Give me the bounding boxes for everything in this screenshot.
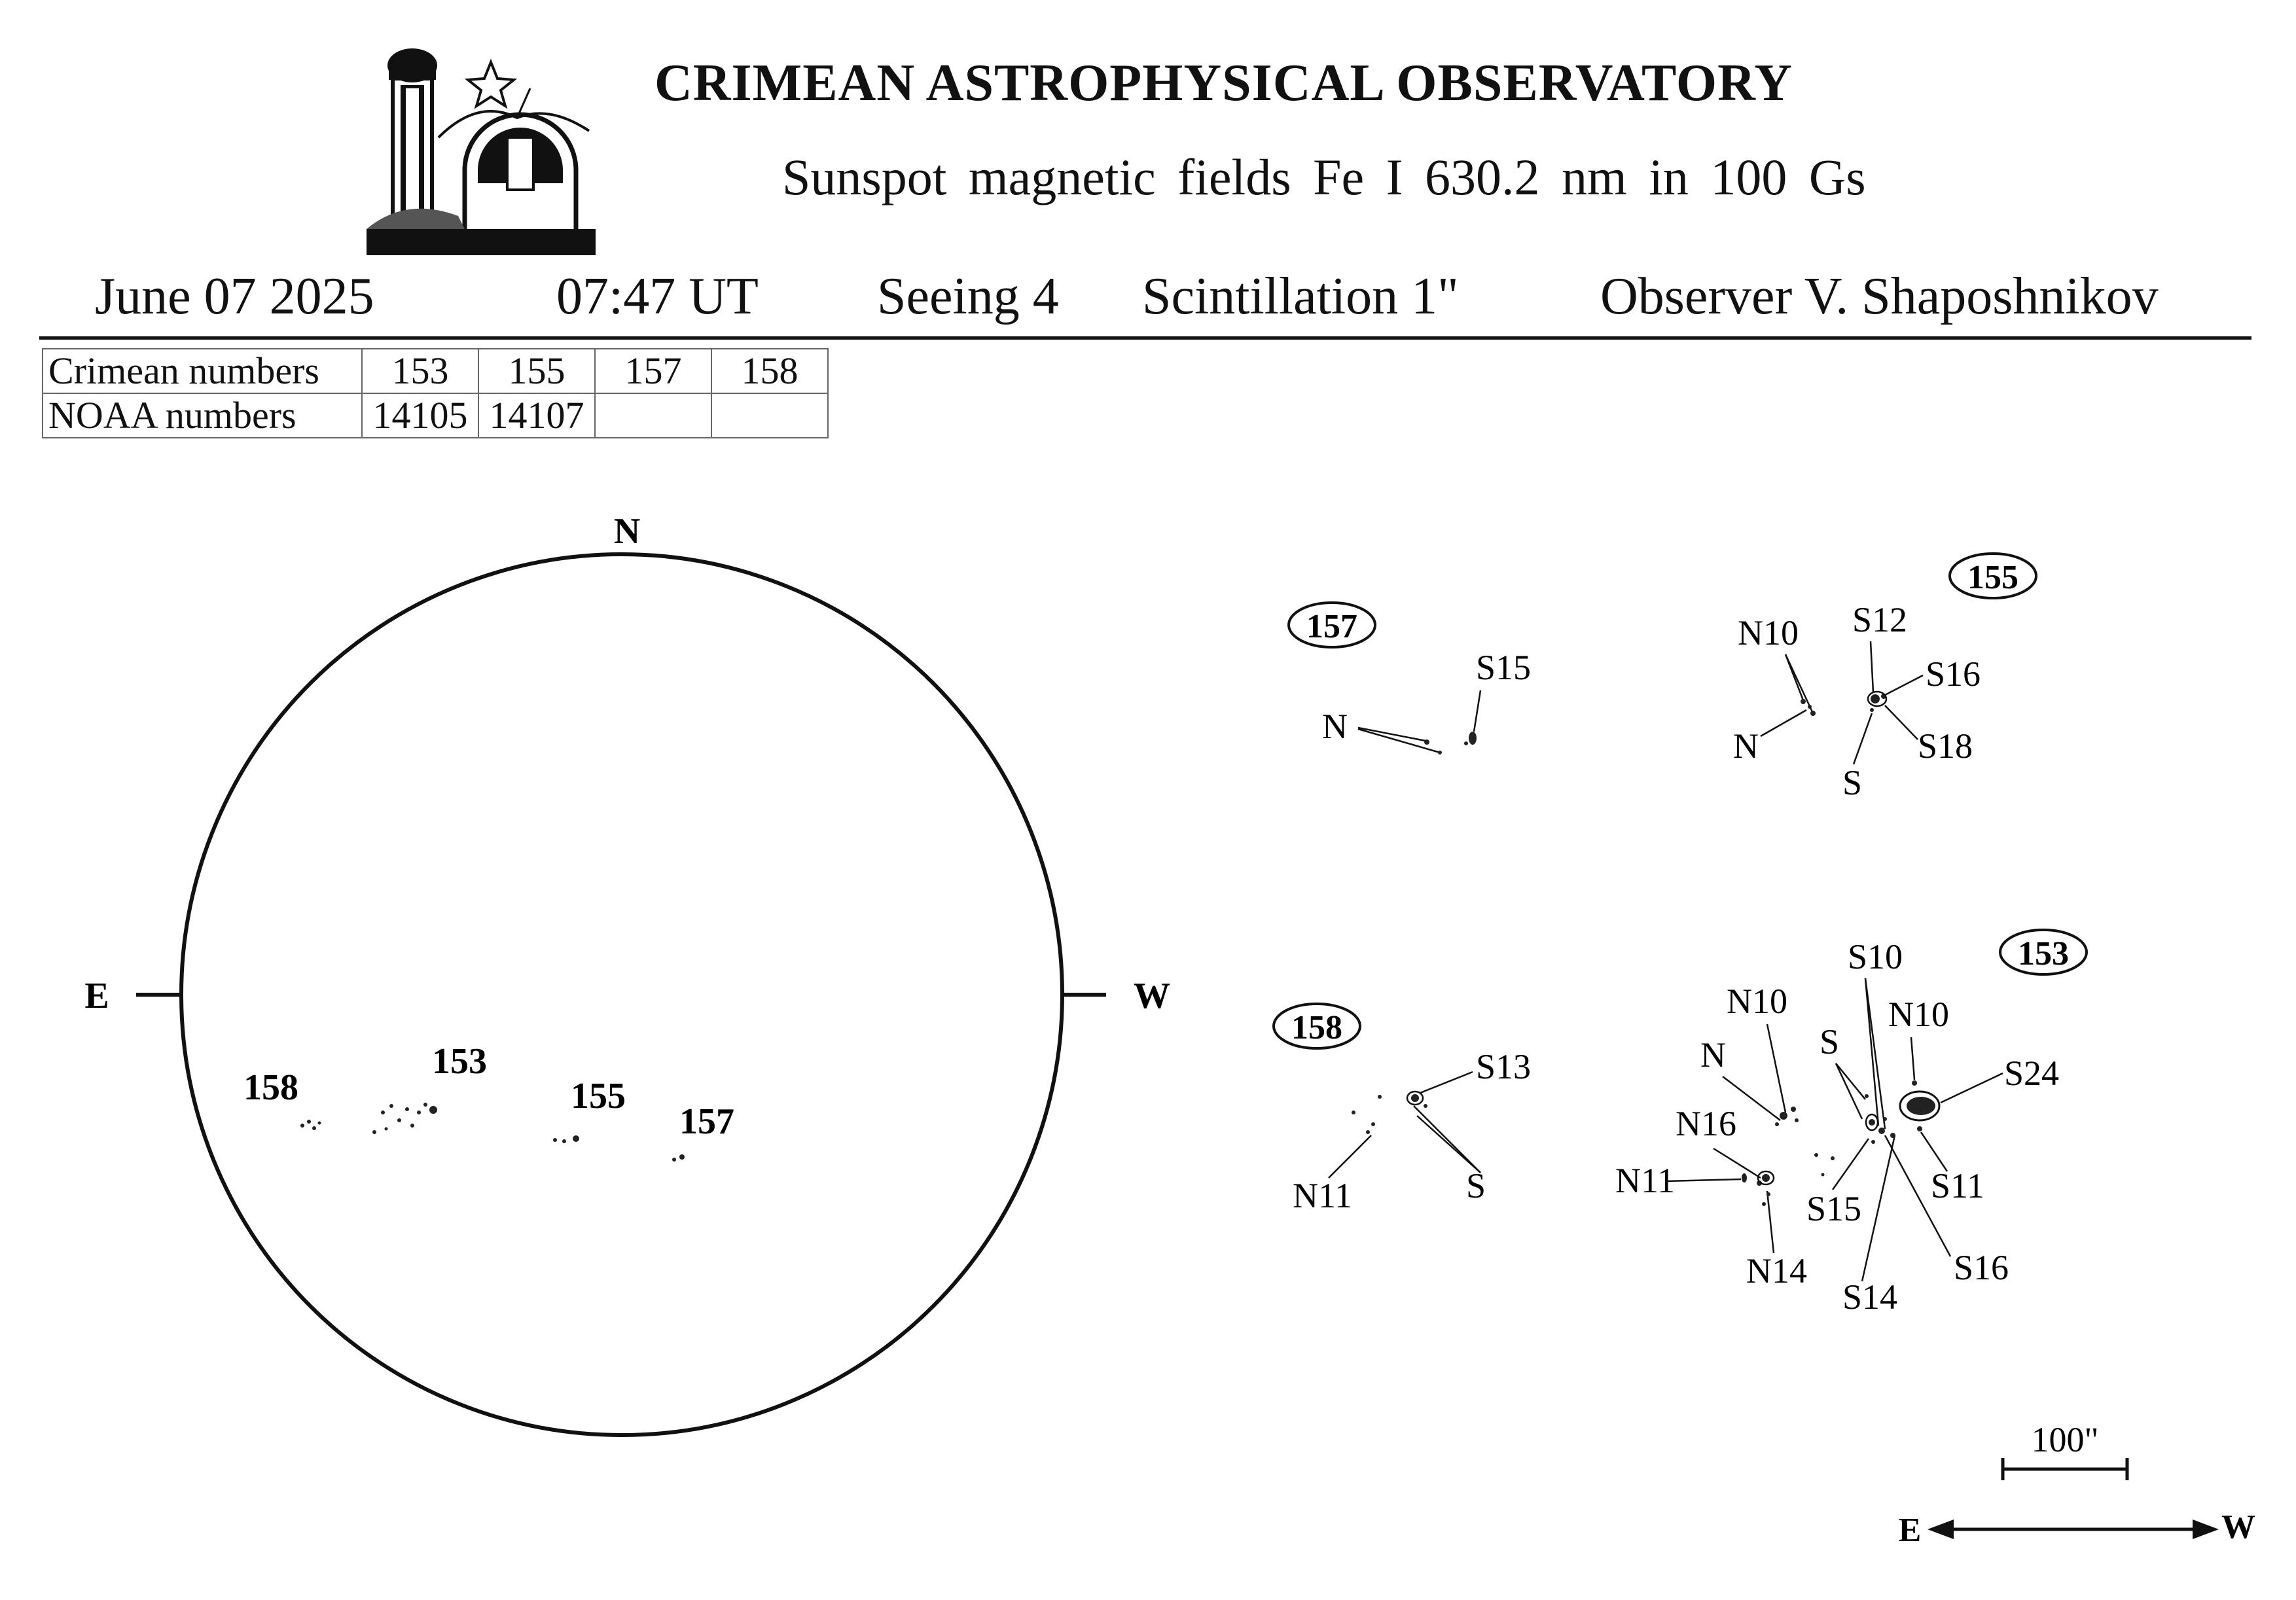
leader-lines [1357,690,1482,754]
spot-label: S16 [1926,654,1981,694]
page-title: CRIMEAN ASTROPHYSICAL OBSERVATORY [655,54,1793,112]
spot-label: S [1842,763,1862,802]
spot-label: N14 [1746,1251,1807,1290]
crimean-number: 157 [594,348,712,394]
spot-label: S15 [1806,1189,1861,1228]
scintillation-value: Scintillation 1" [1142,268,1459,325]
spot-label: S10 [1848,937,1903,976]
spot-label: N10 [1738,613,1799,652]
crimean-numbers-label: Crimean numbers [42,348,363,394]
scale-label: 100" [2031,1420,2098,1459]
page-subtitle: Sunspot magnetic fields Fe I 630.2 nm in… [782,149,1866,205]
scale-bar [2001,1458,2129,1480]
spot-outline [1899,1090,1941,1122]
noaa-number: 14105 [361,393,479,438]
leader-lines [1665,978,2003,1282]
leader-lines [1760,641,1924,765]
spot-label: S15 [1476,648,1531,687]
group-id: 153 [2018,935,2069,972]
spot-label: N16 [1676,1104,1736,1143]
group-id: 155 [1967,559,2018,596]
spot-label: S16 [1954,1248,2009,1287]
observatory-logo [367,39,596,255]
disk-group-label: 158 [243,1067,298,1108]
spot-label: N10 [1727,982,1787,1021]
crimean-number: 153 [361,348,479,394]
spots-158 [1352,1094,1427,1134]
spot-label: S14 [1842,1277,1897,1317]
spot-label: S12 [1852,600,1907,639]
noaa-number [711,393,829,438]
spot-label: S18 [1918,726,1973,766]
spot-outline [1757,1170,1775,1186]
crimean-number: 158 [711,348,829,394]
crimean-number: 155 [478,348,596,394]
disk-group-label: 155 [571,1076,626,1116]
east-label: E [84,976,109,1016]
spot-label: N11 [1615,1161,1675,1200]
spot-label: S [1466,1166,1486,1205]
spot-label: S13 [1476,1047,1531,1086]
east-west-arrow [1928,1520,2219,1539]
north-label: N [614,511,640,552]
group-id: 158 [1291,1009,1342,1046]
observation-date: June 07 2025 [95,268,374,325]
spot-outline [1406,1090,1424,1106]
disk-group-label: 157 [679,1101,734,1142]
group-badge-153 [1999,929,2088,976]
west-label: W [1134,976,1170,1016]
group-badge-157 [1287,601,1376,649]
disk-group-label: 153 [432,1041,487,1082]
spot-label: S11 [1931,1166,1984,1205]
spot-label: N [1322,707,1348,746]
arrow-east-label: E [1899,1512,1922,1549]
spots-157 [1424,732,1477,755]
group-badge-158 [1272,1003,1361,1050]
spot-label: S [1820,1022,1839,1061]
header-rule [39,336,2251,340]
group-id: 157 [1306,608,1357,645]
observer-name: Observer V. Shaposhnikov [1600,268,2159,325]
solar-disk [179,552,1064,1437]
spot-label: N [1700,1035,1726,1075]
spot-outline [1867,690,1888,707]
group-badge-155 [1948,552,2037,599]
spot-label: N10 [1888,995,1949,1034]
disk-spots [300,1103,685,1162]
noaa-numbers-label: NOAA numbers [42,393,363,438]
arrow-west-label: W [2221,1508,2255,1546]
spot-label: S24 [2004,1054,2059,1093]
noaa-number [594,393,712,438]
table-row: Crimean numbers 153 155 157 158 [42,348,829,394]
seeing-value: Seeing 4 [877,268,1059,325]
spot-label: N [1733,726,1759,766]
noaa-number: 14107 [478,393,596,438]
spots-153 [1742,1080,1935,1206]
observation-time: 07:47 UT [556,268,759,325]
region-number-table: Crimean numbers 153 155 157 158 NOAA num… [42,348,829,438]
table-row: NOAA numbers 14105 14107 [42,393,829,438]
spot-outline [1865,1113,1879,1131]
spot-label: N11 [1293,1176,1352,1215]
leader-lines [1328,1071,1481,1179]
